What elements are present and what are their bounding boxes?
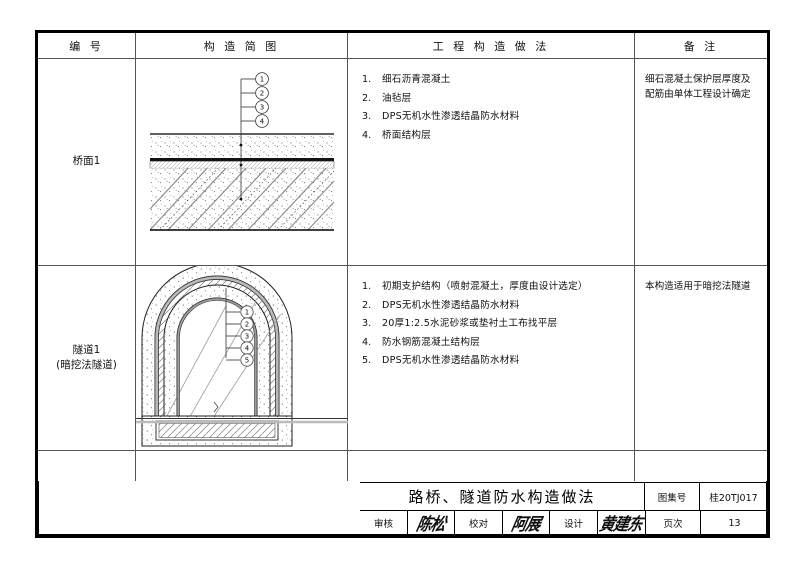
method-number: 2. — [362, 299, 372, 311]
check-signature-text: 阿展 — [509, 513, 543, 535]
design-label: 设计 — [550, 511, 598, 535]
figure-cell-bridge: 1 2 3 4 — [136, 59, 348, 266]
method-cell-bridge: 1. 细石沥青混凝土 2. 油毡层 3. DPS无机水性渗透结晶防水材料 4 — [348, 59, 635, 266]
header-cell-figure: 构 造 简 图 — [136, 33, 348, 59]
method-text: 油毡层 — [382, 92, 412, 104]
remark-text: 本构造适用于暗挖法隧道 — [645, 281, 751, 292]
method-cell-tunnel: 1. 初期支护结构（喷射混凝土，厚度由设计选定） 2. DPS无机水性渗透结晶防… — [348, 266, 635, 451]
figure-cell-tunnel: 1 2 3 4 5 — [136, 266, 348, 451]
row-label-line2: (暗挖法隧道) — [56, 359, 117, 371]
method-number: 3. — [362, 111, 372, 123]
svg-text:3: 3 — [260, 104, 264, 112]
structure-hatching — [149, 167, 335, 231]
callout-numbers: 1 2 3 4 — [255, 72, 269, 128]
method-item: 1. 初期支护结构（喷射混凝土，厚度由设计选定） — [362, 282, 628, 292]
header-cell-no: 编 号 — [38, 33, 136, 59]
table-header-row: 编 号 构 造 简 图 工 程 构 造 做 法 备 注 — [38, 33, 767, 59]
svg-text:4: 4 — [245, 345, 250, 353]
table-blank-row — [38, 451, 767, 481]
layer-asphalt — [150, 134, 334, 158]
table-row: 隧道1 (暗挖法隧道) — [38, 266, 767, 451]
method-number: 3. — [362, 318, 372, 330]
svg-text:1: 1 — [245, 309, 249, 317]
review-signature-text: 陈松 — [414, 513, 448, 535]
svg-text:2: 2 — [260, 90, 264, 98]
bridge-deck-section-figure: 1 2 3 4 — [136, 59, 347, 265]
row-label-line1: 桥面1 — [72, 155, 101, 168]
title-block-bottom-row: 审核 陈松 校对 阿展 设计 黄建东 页次 13 — [360, 510, 767, 535]
page-number-label: 页次 — [646, 511, 701, 535]
remark-text: 细石混凝土保护层厚度及配筋由单体工程设计确定 — [645, 74, 751, 100]
method-item: 2. DPS无机水性渗透结晶防水材料 — [362, 299, 628, 311]
method-item: 3. DPS无机水性渗透结晶防水材料 — [362, 112, 628, 122]
header-cell-method: 工 程 构 造 做 法 — [348, 33, 635, 59]
layer-rc-lining — [163, 284, 271, 429]
remark-cell-tunnel: 本构造适用于暗挖法隧道 — [635, 266, 767, 451]
method-number: 1. — [362, 281, 372, 292]
method-number: 4. — [362, 336, 372, 348]
method-number: 2. — [362, 92, 372, 104]
page-number-value: 13 — [728, 517, 741, 529]
atlas-number-value: 桂20TJ017 — [709, 492, 758, 504]
construction-table: 编 号 构 造 简 图 工 程 构 造 做 法 备 注 桥面1 — [38, 33, 767, 481]
remark-cell-bridge: 细石混凝土保护层厚度及配筋由单体工程设计确定 — [635, 59, 767, 266]
svg-text:2: 2 — [245, 321, 249, 329]
blank-cell-method — [348, 451, 635, 481]
method-text: DPS无机水性渗透结晶防水材料 — [382, 355, 520, 367]
method-item: 4. 桥面结构层 — [362, 131, 628, 141]
svg-text:5: 5 — [245, 357, 249, 365]
review-signature: 陈松 — [408, 511, 455, 535]
blank-cell-no — [38, 451, 136, 481]
callout-leader-group — [225, 288, 240, 361]
row-label-line1: 隧道1 — [72, 343, 101, 356]
method-text: 桥面结构层 — [382, 129, 431, 141]
method-number: 5. — [362, 355, 372, 367]
callout-numbers: 1 2 3 4 5 — [240, 305, 254, 367]
blank-cell-remark — [635, 451, 767, 481]
method-text: 20厚1:2.5水泥砂浆或垫衬土工布找平层 — [382, 318, 558, 330]
method-text: 防水钢筋混凝土结构层 — [382, 336, 480, 348]
title-block-top-row: 路桥、隧道防水构造做法 图集号 桂20TJ017 — [360, 483, 767, 511]
check-signature: 阿展 — [503, 511, 550, 535]
method-item: 4. 防水钢筋混凝土结构层 — [362, 338, 628, 348]
method-text: DPS无机水性渗透结晶防水材料 — [382, 111, 520, 123]
svg-text:4: 4 — [260, 118, 265, 126]
atlas-number-label: 图集号 — [645, 483, 700, 511]
drawing-title: 路桥、隧道防水构造做法 — [360, 483, 645, 511]
design-signature: 黄建东 — [598, 511, 646, 535]
svg-text:1: 1 — [260, 76, 264, 84]
method-text: 初期支护结构（喷射混凝土，厚度由设计选定） — [382, 281, 588, 292]
method-item: 1. 细石沥青混凝土 — [362, 75, 628, 85]
tunnel-arch-section-figure: 1 2 3 4 5 — [136, 266, 348, 450]
method-number: 4. — [362, 129, 372, 141]
method-text: DPS无机水性渗透结晶防水材料 — [382, 299, 520, 311]
blank-cell-figure — [136, 451, 348, 481]
invert-hatched — [158, 423, 276, 438]
method-item: 3. 20厚1:2.5水泥砂浆或垫衬土工布找平层 — [362, 319, 628, 329]
row-label-cell: 桥面1 — [38, 59, 136, 266]
svg-text:3: 3 — [245, 333, 249, 341]
row-label-cell: 隧道1 (暗挖法隧道) — [38, 266, 136, 451]
method-item: 2. 油毡层 — [362, 92, 628, 104]
design-signature-text: 黄建东 — [598, 513, 645, 535]
review-label: 审核 — [360, 511, 408, 535]
break-symbol — [213, 401, 219, 413]
sheet-border: 编 号 构 造 简 图 工 程 构 造 做 法 备 注 桥面1 — [35, 30, 770, 538]
method-item: 5. DPS无机水性渗透结晶防水材料 — [362, 356, 628, 366]
structure-hatching-dashed — [159, 167, 335, 231]
method-number: 1. — [362, 74, 372, 85]
callout-leader-group — [239, 78, 255, 201]
check-label: 校对 — [455, 511, 503, 535]
method-text: 细石沥青混凝土 — [382, 74, 451, 85]
header-cell-remark: 备 注 — [635, 33, 767, 59]
table-row: 桥面1 — [38, 59, 767, 266]
title-block: 路桥、隧道防水构造做法 图集号 桂20TJ017 审核 陈松 校对 阿展 设计 … — [360, 482, 767, 535]
